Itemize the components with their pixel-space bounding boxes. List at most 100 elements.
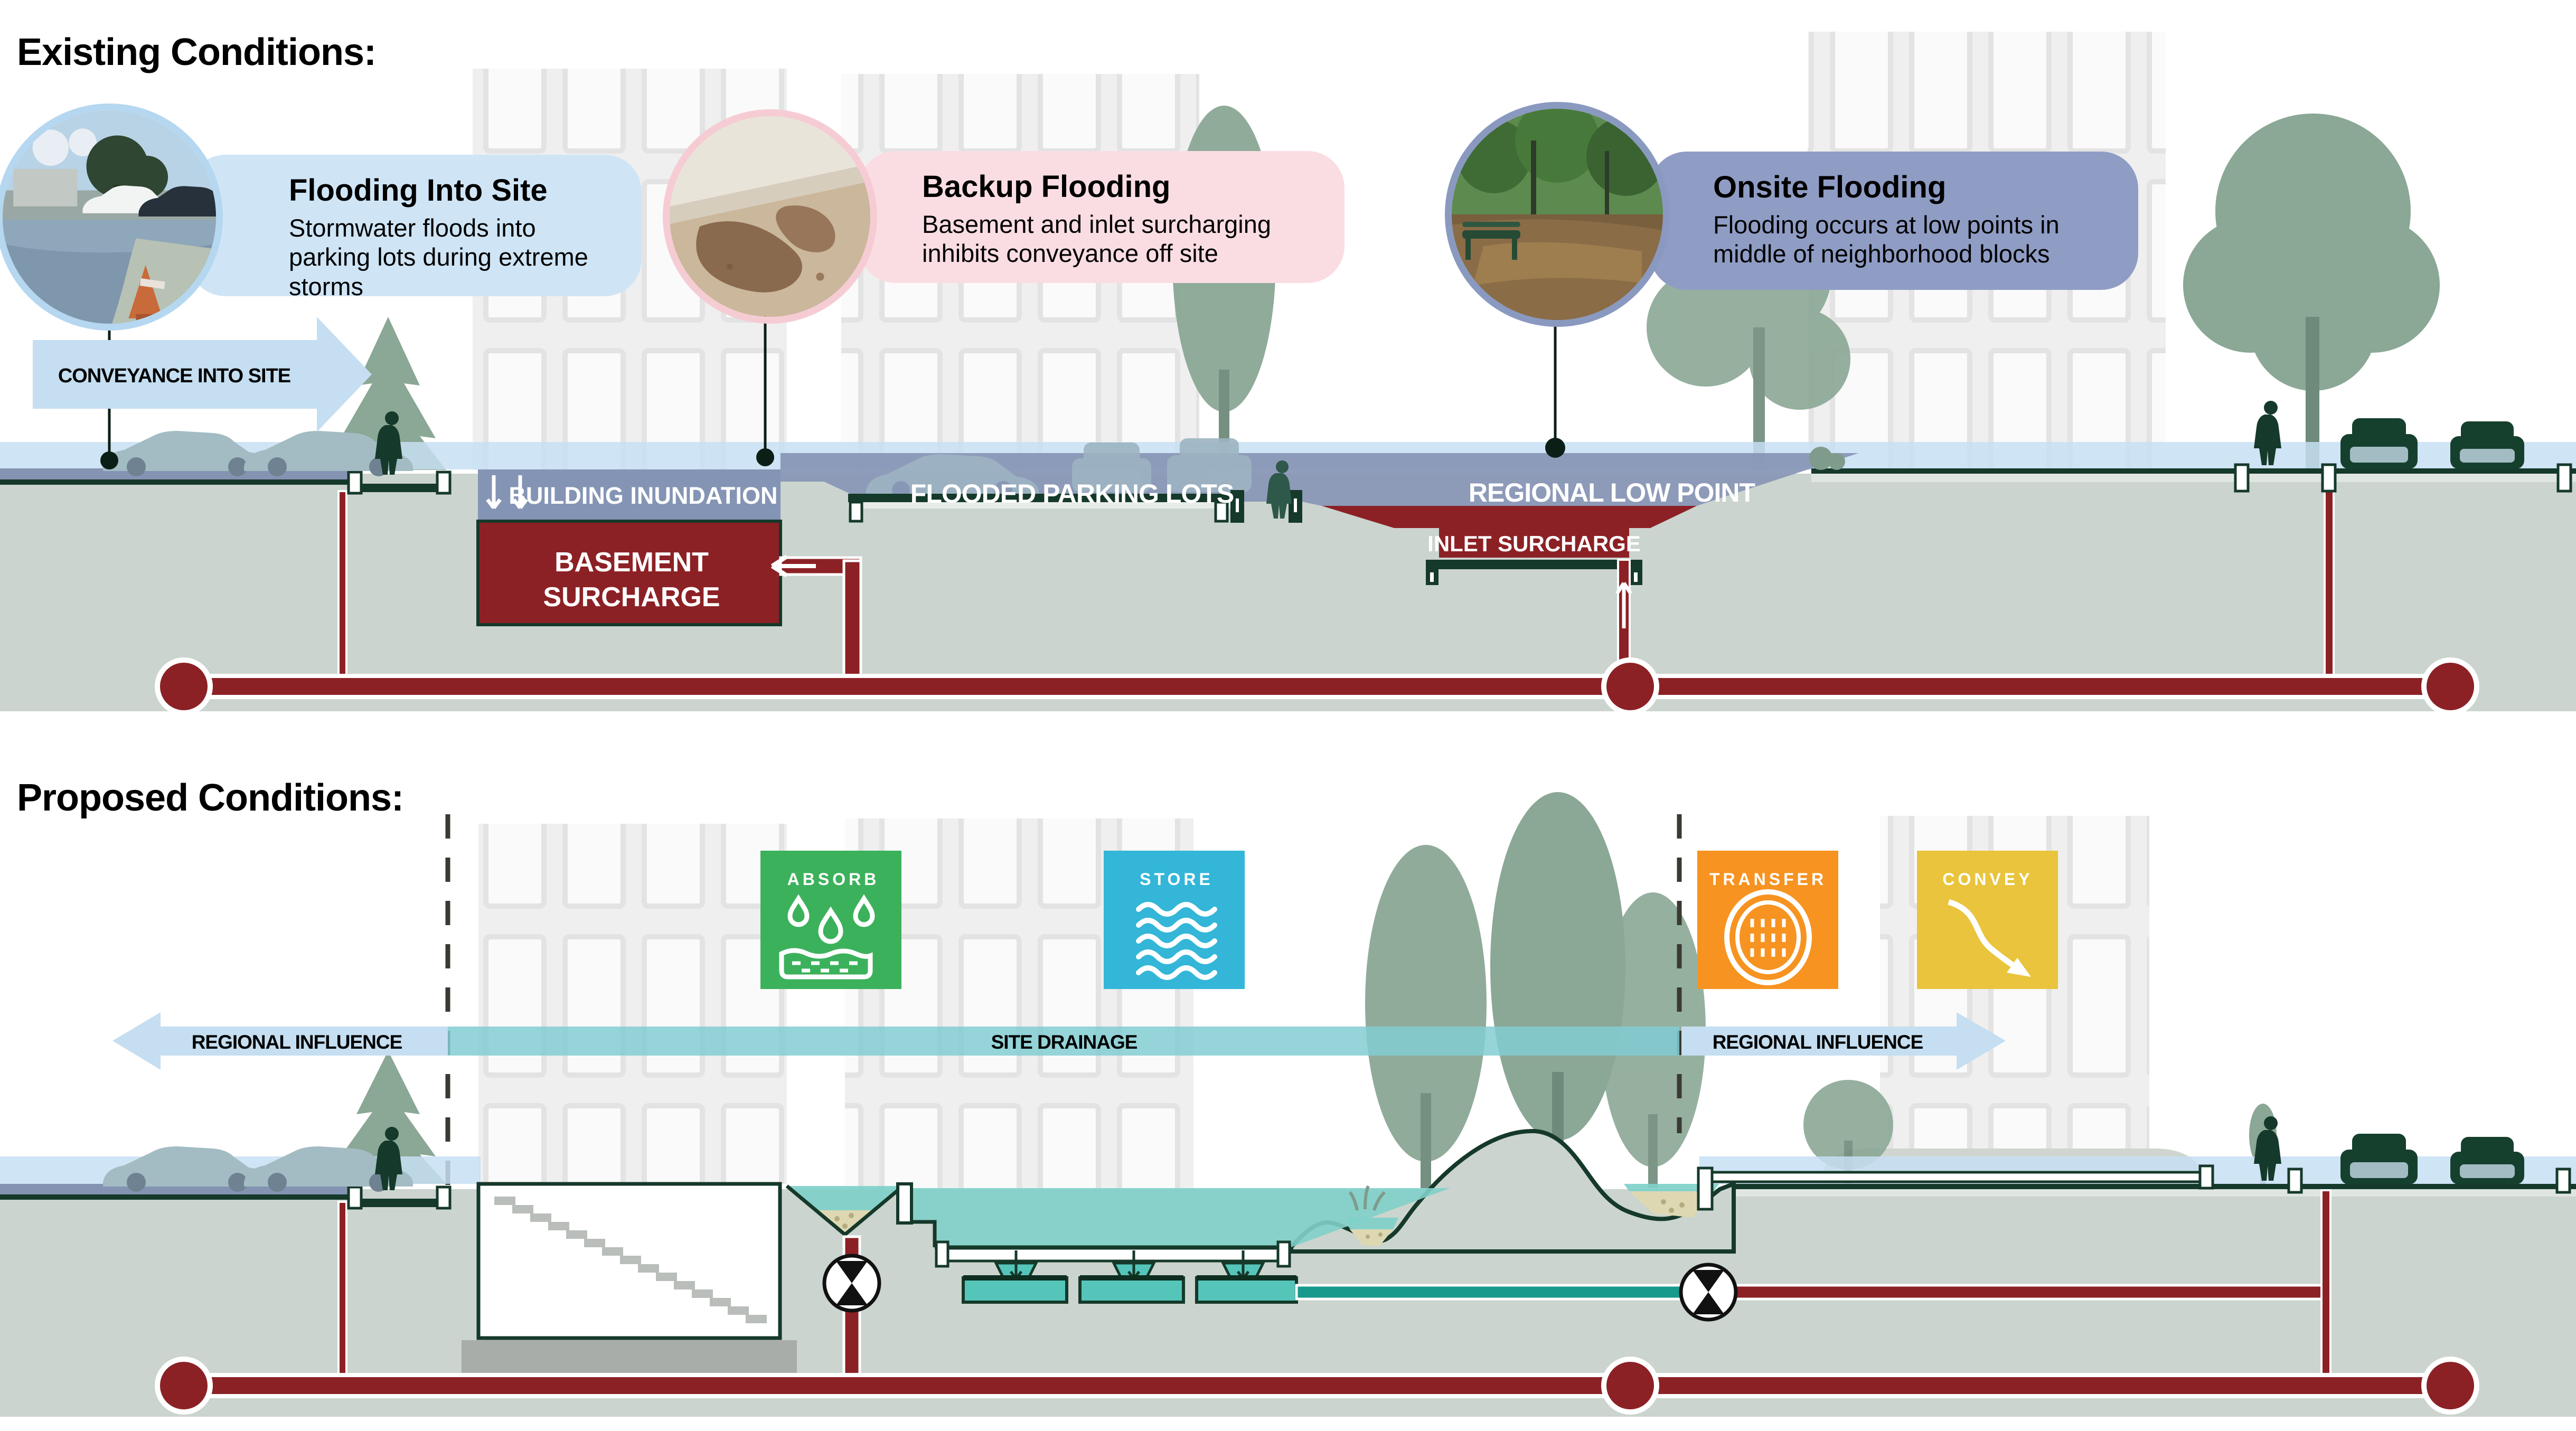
regional-influence-right-label: REGIONAL INFLUENCE [1713,1031,1923,1053]
callout-body: Flooding occurs at low points in middle … [1713,211,2060,268]
infiltration-system [935,1240,1298,1304]
manhole-node [1601,1357,1659,1415]
manhole-node [155,657,213,715]
callout-title: Onsite Flooding [1713,170,1947,204]
store-label: STORE [1140,870,1214,889]
catch-basin-pipe [2324,484,2335,683]
basement-surcharge-box: BASEMENT SURCHARGE [476,520,782,626]
convey-icon: CONVEY [1917,851,2058,989]
regional-influence-left-label: REGIONAL INFLUENCE [192,1031,402,1053]
street-cars-right [1809,401,2524,470]
site-drainage-band [448,1027,1679,1056]
callout-flooding-into-site: Flooding Into Site Stormwater floods int… [189,155,642,300]
regional-influence-arrow-right [1681,1012,2006,1070]
large-tree-icon [2183,114,2440,470]
conveyance-into-site-arrow: CONVEYANCE INTO SITE [33,317,372,432]
trunk-sewer-pipe [172,1373,2462,1398]
teal-transfer-pipe [1295,1284,1685,1301]
manhole-node [2421,1357,2479,1415]
existing-conditions-diagram: INLET SURCHARGE BUILDING INUNDATION BASE… [0,32,2576,715]
callout-onsite-flooding: Onsite Flooding Flooding occurs at low p… [1650,152,2138,290]
stairs-icon [494,1197,767,1323]
bioswale-icon [785,1184,905,1237]
catch-basin-pipe [337,490,347,683]
manhole-node [155,1357,213,1415]
leader-dots [100,438,1565,469]
car-front-icon [1167,438,1252,492]
car-icon [103,431,272,476]
soil-section [0,474,2576,711]
red-transfer-pipe [1732,1284,2331,1301]
basement-drain-pipe [842,559,862,684]
callout-title: Backup Flooding [922,170,1171,204]
flooded-street-photo [0,103,223,331]
basement-surcharge-label-1: BASEMENT [554,547,709,578]
regional-influence-arrow-left [112,1012,448,1070]
car-front-icon [1072,443,1151,492]
flow-diagram: REGIONAL INFLUENCE SITE DRAINAGE REGIONA… [112,1012,2006,1070]
curb-inlet-structures [347,463,2572,495]
street-cars-right [2254,1116,2524,1184]
down-arrows-icon [486,475,528,510]
pedestrian-icon [375,1127,402,1190]
curb-inlet-structures [347,1185,452,1210]
poplar-tree-icon [1365,845,1487,1188]
flooded-park-path-photo [1445,102,1670,327]
depression-curbs [1230,490,1302,523]
basin-steps [911,1220,937,1247]
street-cars-left [103,431,413,476]
absorb-icon: ABSORB [760,851,901,989]
inlet-surcharge-label: INLET SURCHARGE [1427,531,1641,556]
transfer-icon: TRANSFER [1697,851,1838,989]
pedestrian-icon [375,411,402,475]
surcharge-up-arrow-icon [1615,582,1632,628]
flood-depression-water [781,453,1859,506]
storage-basin-water [910,1188,1450,1247]
car-front-icon [2450,421,2524,469]
proposed-conditions-diagram: ABSORB STORE [0,792,2576,1417]
strategy-icons: ABSORB STORE [760,851,2058,989]
dry-basement [462,1182,797,1373]
car-icon [103,1146,272,1192]
pipes [155,1189,2479,1415]
store-icon: STORE [1104,851,1245,989]
berm-swale-icon [1624,1184,1719,1218]
manhole-node [2421,657,2479,715]
inlet-surcharge-zone: INLET SURCHARGE [1322,506,1697,585]
callout-backup-flooding: Backup Flooding Basement and inlet surch… [859,151,1345,283]
building-icon [841,74,1199,503]
convey-label: CONVEY [1942,870,2033,889]
car-front-icon [2340,1134,2418,1184]
sewer-pipes [155,484,2479,715]
basin-wall [896,1182,913,1225]
street-cars-left [103,1146,413,1192]
berm-swale-icon [1346,1185,1398,1246]
flooded-parking-lots-label: FLOODED PARKING LOTS [910,479,1234,509]
catch-basin-pipe [337,1201,347,1387]
pedestrian-icon [1266,460,1292,519]
callout-body: Stormwater floods into parking lots duri… [289,214,588,300]
manhole-node [1601,657,1659,715]
callout-body: Basement and inlet surcharging inhibits … [922,210,1272,268]
absorb-label: ABSORB [787,870,880,889]
trunk-sewer-pipe [172,674,2462,699]
callout-title: Flooding Into Site [289,173,548,208]
right-street [1734,1184,2576,1197]
storage-tanks [962,1276,1298,1304]
catch-basin-pipe [2320,1189,2331,1387]
flow-control-valve [822,1254,881,1313]
pedestrian-icon [2254,401,2281,465]
site-boundary-dashed-lines [445,814,1682,1186]
site-drainage-label: SITE DRAINAGE [991,1031,1137,1053]
regional-low-point-label: REGIONAL LOW POINT [1469,478,1755,507]
car-front-icon [2340,418,2418,469]
building-inundation-box: BUILDING INUNDATION [478,469,781,521]
basement-surcharge-label-2: SURCHARGE [543,582,720,613]
parking-deck [848,494,1231,523]
existing-conditions-title: Existing Conditions: [17,31,377,73]
foundation-pad [462,1340,797,1373]
car-front-icon [2450,1137,2524,1184]
wet-basement-floor-photo [663,109,877,324]
outlet-structure [1697,1164,2571,1211]
